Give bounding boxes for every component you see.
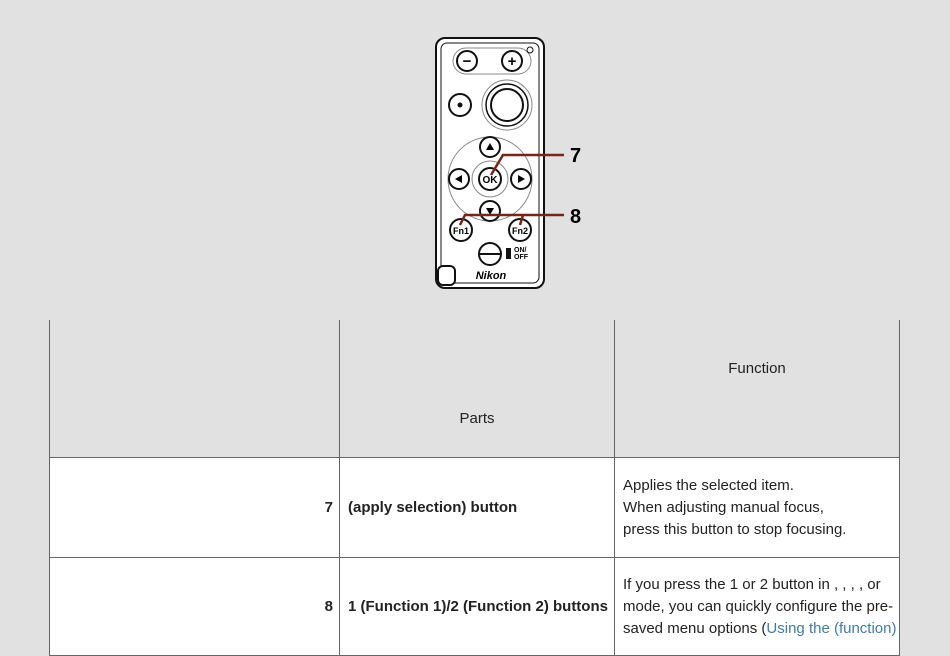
header-number [49,320,340,458]
svg-text:Fn1: Fn1 [453,226,469,236]
using-function-link[interactable]: Using the (function) [766,619,897,637]
table-row: 8 1 (Function 1)/2 (Function 2) buttons … [49,557,900,656]
callout-line-7 [489,153,564,176]
part-function: Applies the selected item. When adjustin… [614,457,900,558]
part-function: If you press the 1 or 2 button in , , , … [614,557,900,656]
svg-text:OK: OK [483,175,499,186]
callout-line-8a [458,213,564,226]
svg-text:ON/: ON/ [514,247,527,254]
part-name: (apply selection) button [339,457,615,558]
callout-8: 8 [570,206,581,228]
svg-text:Fn2: Fn2 [512,226,528,236]
header-parts: Parts [339,320,615,458]
callout-line-8b [518,214,525,226]
header-function: Function [614,320,900,458]
minus-button [456,50,478,72]
part-name: 1 (Function 1)/2 (Function 2) buttons [339,557,615,656]
ok-button [478,167,502,191]
svg-text:Nikon: Nikon [476,270,507,282]
svg-text:−: − [463,53,472,70]
remote-control-diagram: − + OK Fn1 Fn2 ON/ OFF Nikon 7 8 [435,37,581,289]
callout-7: 7 [570,145,581,167]
part-number: 7 [49,457,340,558]
plus-button [501,50,523,72]
part-number: 8 [49,557,340,656]
parts-table: Parts Function 7 (apply selection) butto… [49,320,900,656]
svg-text:OFF: OFF [514,254,529,261]
table-row: 7 (apply selection) button Applies the s… [49,457,900,558]
svg-text:+: + [508,53,517,70]
